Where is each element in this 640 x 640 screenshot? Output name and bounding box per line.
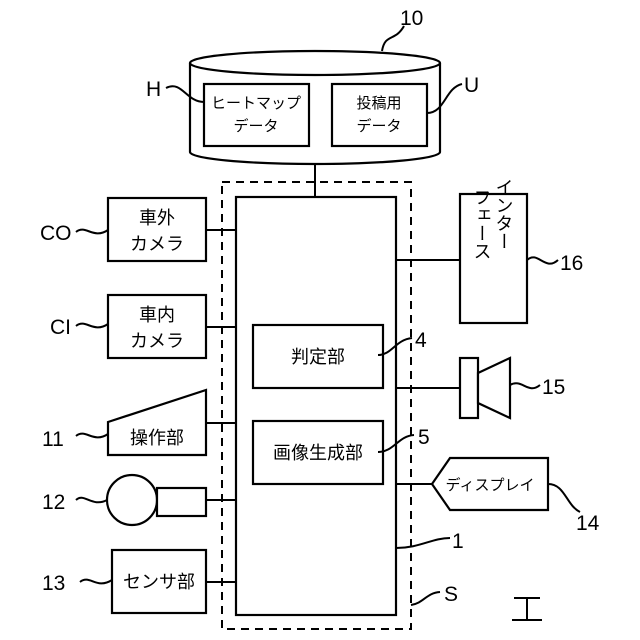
speaker-cone xyxy=(478,358,510,418)
leader-CO xyxy=(76,230,108,234)
leader-S xyxy=(411,592,440,605)
post-data-label-line1: 投稿用 xyxy=(356,94,401,112)
leader-16 xyxy=(527,257,558,263)
terminal-symbol xyxy=(512,598,542,620)
external-camera-label-line2: カメラ xyxy=(130,234,184,255)
round-component-circle xyxy=(107,475,157,525)
ref-14: 14 xyxy=(576,512,600,535)
leader-CI xyxy=(76,324,108,328)
ref-16: 16 xyxy=(560,252,583,275)
internal-camera-label-line1: 車内 xyxy=(139,305,175,326)
image-gen-unit-label: 画像生成部 xyxy=(273,443,363,464)
interface-label-col1: インター xyxy=(493,178,514,250)
external-camera-label-line1: 車外 xyxy=(139,208,175,229)
controller-box xyxy=(236,197,396,615)
heatmap-data-label-line2: データ xyxy=(233,117,278,135)
operation-unit-label: 操作部 xyxy=(130,428,184,449)
ref-1: 1 xyxy=(452,530,464,553)
ref-H: H xyxy=(146,78,161,101)
ref-CI: CI xyxy=(50,316,71,339)
leader-15 xyxy=(510,383,540,388)
speaker-body xyxy=(460,358,478,418)
ref-12: 12 xyxy=(42,491,65,514)
leader-12 xyxy=(76,498,107,503)
round-component-body xyxy=(157,488,206,516)
ref-U: U xyxy=(464,74,479,97)
ref-4: 4 xyxy=(415,329,427,352)
ref-11: 11 xyxy=(42,428,64,451)
leader-11 xyxy=(76,434,108,438)
post-data-label-line2: データ xyxy=(356,117,401,135)
interface-label-col2: フェース xyxy=(471,188,492,260)
leader-13 xyxy=(80,580,112,584)
leader-1 xyxy=(396,538,450,548)
ref-13: 13 xyxy=(42,572,65,595)
ref-CO: CO xyxy=(40,222,72,245)
display-label: ディスプレイ xyxy=(446,476,535,494)
ref-10: 10 xyxy=(400,7,423,30)
ref-S: S xyxy=(444,583,458,606)
ref-5: 5 xyxy=(418,426,430,449)
ref-15: 15 xyxy=(542,376,565,399)
sensor-unit-label: センサ部 xyxy=(123,572,195,593)
heatmap-data-label-line1: ヒートマップ xyxy=(211,94,301,112)
leader-14 xyxy=(548,484,580,512)
judge-unit-label: 判定部 xyxy=(291,347,345,368)
internal-camera-label-line2: カメラ xyxy=(130,331,184,352)
